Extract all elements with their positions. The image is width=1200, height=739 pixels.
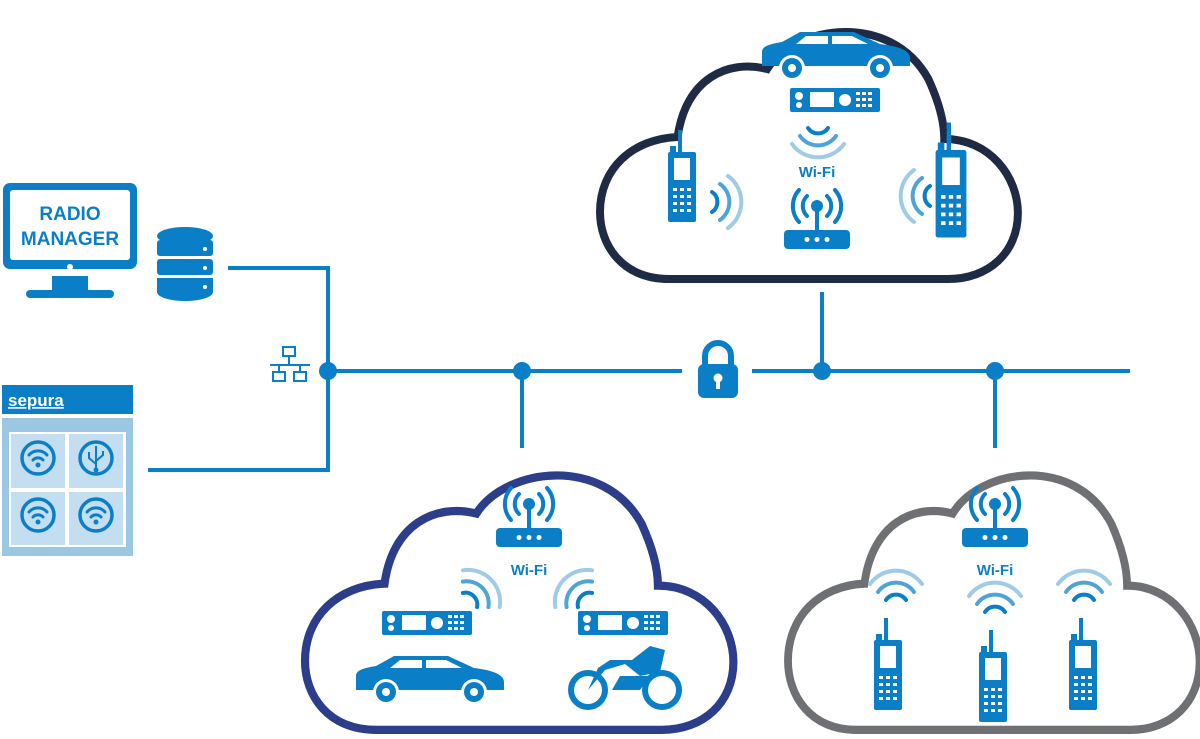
junction-dot (513, 362, 531, 380)
signal-waves-icon (1056, 568, 1112, 602)
handheld-radio-icon (668, 130, 696, 222)
signal-waves-icon (452, 561, 510, 619)
cloud-top: Wi-Fi (600, 32, 1018, 279)
signal-waves-icon (546, 561, 604, 619)
mobile-radio-icon (382, 611, 472, 635)
wifi-router-icon (960, 486, 1030, 549)
sepura-brand-label: sepura (8, 391, 64, 410)
network-hierarchy-icon (270, 346, 310, 382)
junction-dot (813, 362, 831, 380)
wifi-label: Wi-Fi (977, 562, 1014, 579)
junction-dots (319, 362, 1004, 380)
signal-waves-icon (710, 174, 744, 230)
radio-manager-label-line1: RADIO (39, 204, 100, 225)
wifi-label: Wi-Fi (799, 164, 836, 181)
usb-icon[interactable] (78, 440, 114, 476)
signal-waves-icon (898, 168, 932, 224)
cloud-bottom-left: Wi-Fi (305, 475, 733, 729)
signal-waves-icon (790, 126, 846, 160)
database-icon (157, 227, 213, 301)
junction-dot (986, 362, 1004, 380)
handheld-radio-icon (1069, 618, 1097, 710)
handheld-radio-icon (874, 618, 902, 710)
car-icon (356, 656, 504, 705)
signal-waves-icon (967, 580, 1023, 614)
junction-dot (319, 362, 337, 380)
signal-waves-icon (868, 568, 924, 602)
radio-manager-monitor-icon: RADIO MANAGER (3, 183, 137, 298)
wifi-router-icon (494, 486, 564, 549)
radio-manager-label-line2: MANAGER (21, 229, 119, 250)
lock-icon (698, 340, 738, 398)
sepura-panel: sepura (2, 385, 133, 556)
wifi-router-icon (782, 188, 852, 251)
handheld-radio-icon (979, 630, 1007, 722)
motorcycle-icon (568, 646, 682, 710)
mobile-radio-icon (578, 611, 668, 635)
wifi-label: Wi-Fi (511, 562, 548, 579)
mobile-radio-icon (790, 88, 880, 112)
network-lines (148, 266, 1130, 472)
cloud-bottom-right: Wi-Fi (788, 475, 1200, 729)
